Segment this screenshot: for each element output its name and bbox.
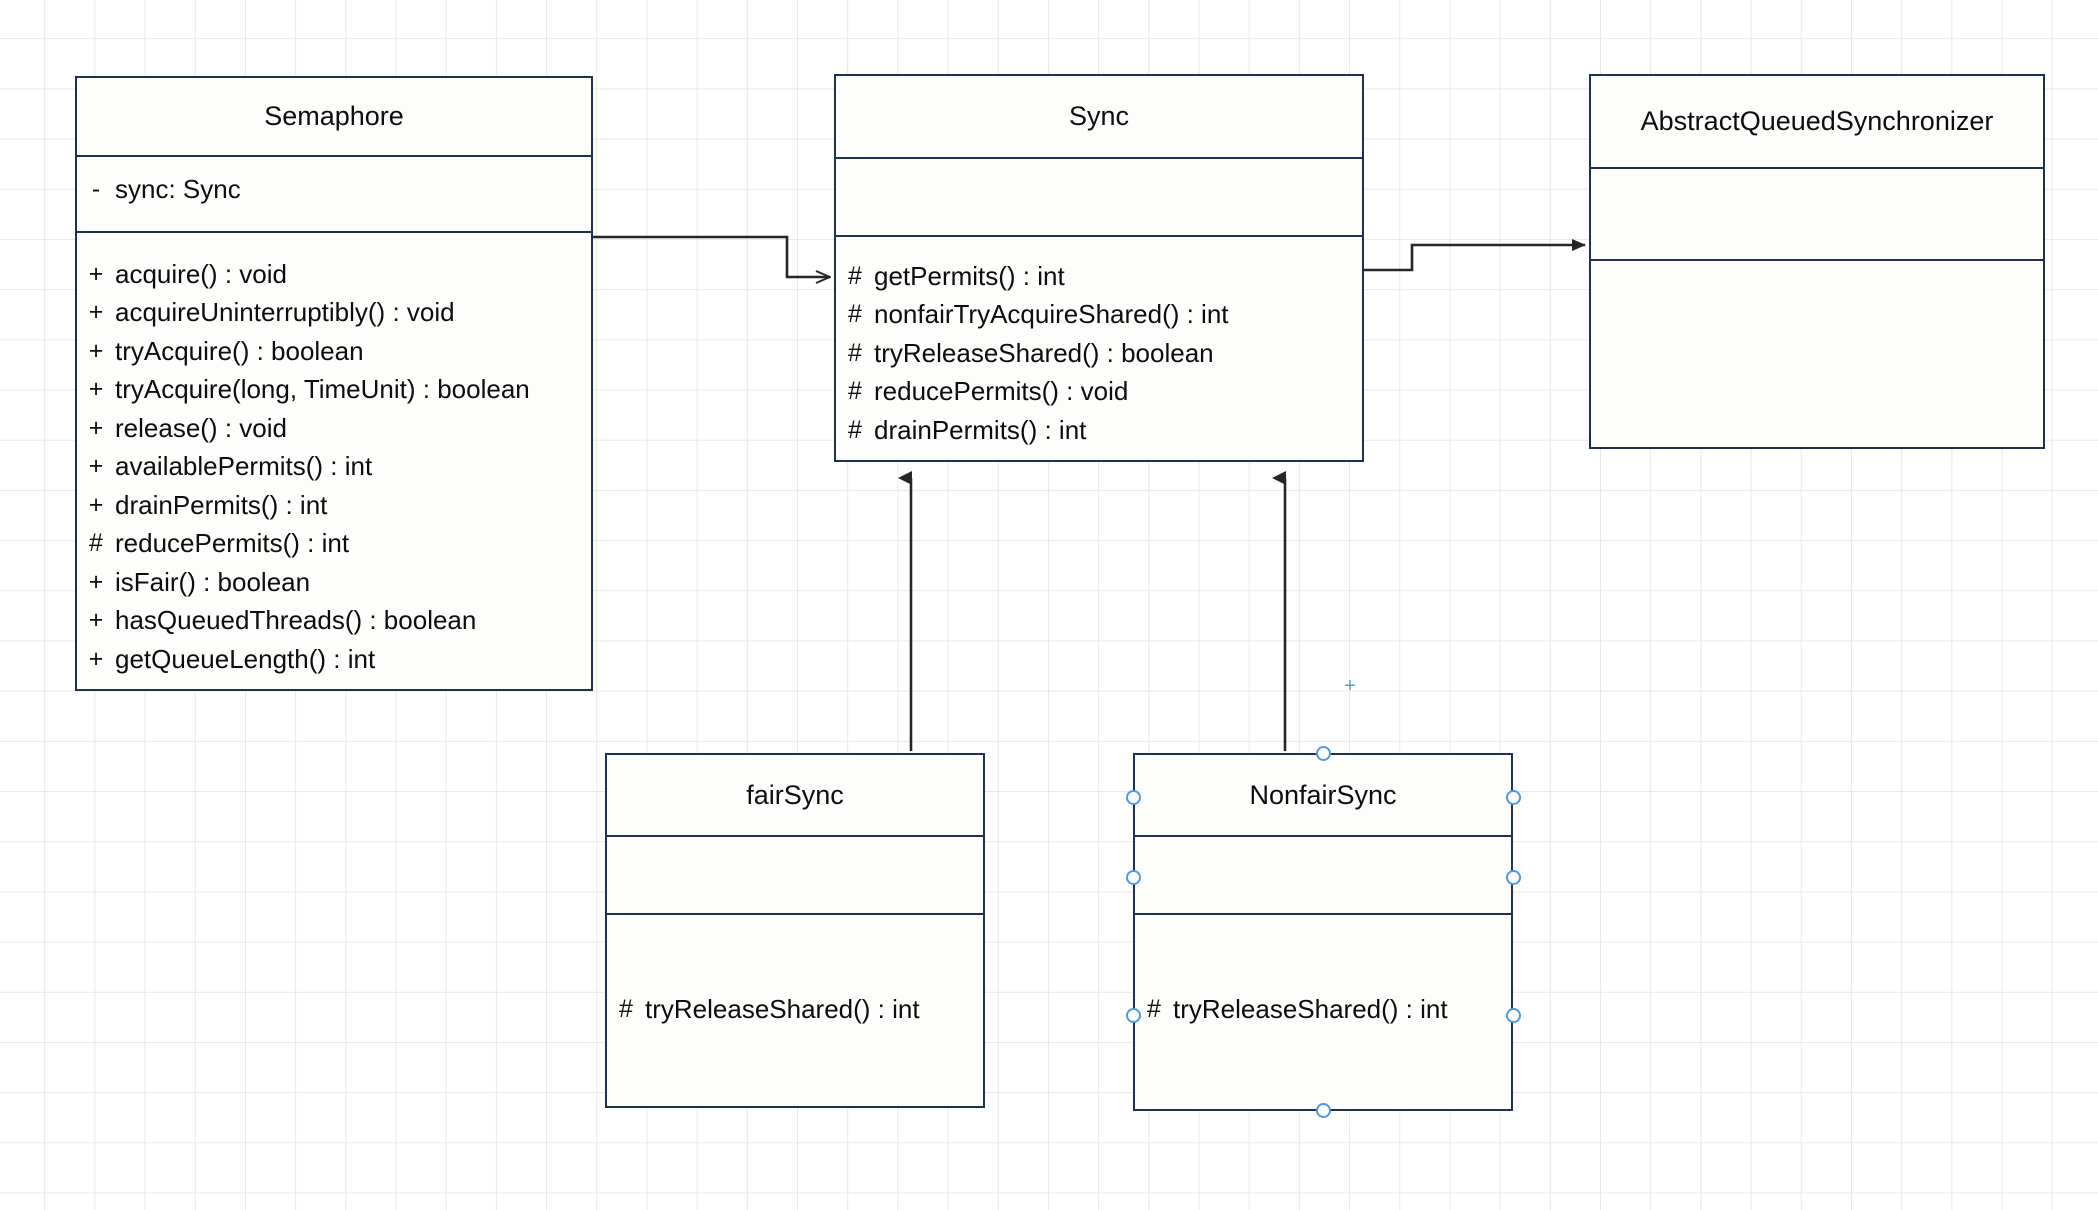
operation-signature: isFair() : boolean: [115, 566, 311, 597]
resize-handle-left-middle[interactable]: [1125, 869, 1141, 885]
operation-row: # drainPermits() : int: [836, 411, 1362, 450]
class-attributes-nonfair-sync: [1135, 837, 1511, 915]
operation-row: + hasQueuedThreads() : boolean: [77, 602, 591, 641]
class-box-sync[interactable]: Sync # getPermits() : int # nonfairTryAc…: [834, 74, 1364, 462]
class-box-nonfair-sync[interactable]: NonfairSync # tryReleaseShared() : int: [1133, 753, 1513, 1111]
operation-row: # nonfairTryAcquireShared() : int: [836, 296, 1362, 335]
resize-handle-left-bottom[interactable]: [1125, 1007, 1141, 1023]
operation-signature: tryReleaseShared() : int: [645, 993, 920, 1024]
class-attributes-semaphore: - sync: Sync: [77, 157, 591, 233]
operation-row: # tryReleaseShared() : int: [1135, 990, 1511, 1029]
connector-semaphore-to-sync: [593, 235, 830, 277]
class-box-semaphore[interactable]: Semaphore - sync: Sync + acquire() : voi…: [75, 76, 593, 691]
operation-signature: reducePermits() : void: [874, 376, 1129, 407]
resize-handle-right-top[interactable]: [1505, 789, 1521, 805]
visibility-marker: +: [88, 490, 104, 519]
visibility-marker: #: [848, 300, 862, 329]
visibility-marker: +: [88, 259, 104, 288]
class-operations-abstract-queued-synchronizer: [1591, 261, 2043, 447]
visibility-marker: #: [848, 338, 862, 367]
operation-row: + availablePermits() : int: [77, 448, 591, 487]
class-title-sync: Sync: [836, 76, 1362, 159]
operation-signature: drainPermits() : int: [115, 489, 328, 520]
visibility-marker: #: [1147, 994, 1161, 1023]
class-title-semaphore: Semaphore: [77, 78, 591, 157]
operation-signature: hasQueuedThreads() : boolean: [115, 605, 477, 636]
visibility-marker: #: [848, 377, 862, 406]
visibility-marker: +: [88, 452, 104, 481]
attribute-row: - sync: Sync: [77, 170, 591, 209]
visibility-marker: #: [848, 261, 862, 290]
operation-signature: availablePermits() : int: [115, 451, 373, 482]
class-title-fair-sync: fairSync: [607, 755, 983, 837]
operation-row: + tryAcquire(long, TimeUnit) : boolean: [77, 371, 591, 410]
class-box-fair-sync[interactable]: fairSync # tryReleaseShared() : int: [605, 753, 985, 1108]
connector-sync-to-aqs: [1364, 239, 1586, 272]
operation-signature: tryReleaseShared() : int: [1173, 993, 1448, 1024]
operation-signature: nonfairTryAcquireShared() : int: [874, 299, 1229, 330]
operation-row: + isFair() : boolean: [77, 563, 591, 602]
class-box-abstract-queued-synchronizer[interactable]: AbstractQueuedSynchronizer: [1589, 74, 2045, 449]
class-operations-semaphore: + acquire() : void + acquireUninterrupti…: [77, 233, 591, 689]
class-title-nonfair-sync: NonfairSync: [1135, 755, 1511, 837]
resize-handle-top[interactable]: [1315, 745, 1331, 761]
resize-handle-right-middle[interactable]: [1505, 869, 1521, 885]
operation-row: + acquireUninterruptibly() : void: [77, 294, 591, 333]
class-operations-fair-sync: # tryReleaseShared() : int: [607, 915, 983, 1106]
visibility-marker: +: [88, 413, 104, 442]
visibility-marker: +: [88, 375, 104, 404]
operation-signature: release() : void: [115, 412, 287, 443]
resize-handle-left-top[interactable]: [1125, 789, 1141, 805]
attribute-signature: sync: Sync: [115, 173, 241, 204]
operation-signature: reducePermits() : int: [115, 528, 350, 559]
operation-signature: tryReleaseShared() : boolean: [874, 337, 1214, 368]
operation-signature: tryAcquire() : boolean: [115, 335, 364, 366]
visibility-marker: +: [88, 644, 104, 673]
operation-row: # tryReleaseShared() : int: [607, 990, 983, 1029]
class-title-abstract-queued-synchronizer: AbstractQueuedSynchronizer: [1591, 76, 2043, 169]
operation-row: + release() : void: [77, 409, 591, 448]
visibility-marker: +: [88, 298, 104, 327]
visibility-marker: -: [91, 174, 101, 203]
crosshair-marker-icon: +: [1344, 675, 1356, 697]
operation-row: + tryAcquire() : boolean: [77, 332, 591, 371]
class-attributes-abstract-queued-synchronizer: [1591, 169, 2043, 261]
visibility-marker: +: [88, 606, 104, 635]
resize-handle-right-bottom[interactable]: [1505, 1007, 1521, 1023]
operation-row: + getQueueLength() : int: [77, 640, 591, 679]
operation-row: + drainPermits() : int: [77, 486, 591, 525]
visibility-marker: #: [848, 415, 862, 444]
operation-signature: tryAcquire(long, TimeUnit) : boolean: [115, 374, 530, 405]
class-operations-sync: # getPermits() : int # nonfairTryAcquire…: [836, 237, 1362, 460]
visibility-marker: +: [88, 567, 104, 596]
visibility-marker: #: [89, 529, 103, 558]
visibility-marker: +: [88, 336, 104, 365]
operation-row: # reducePermits() : void: [836, 373, 1362, 412]
operation-row: # tryReleaseShared() : boolean: [836, 334, 1362, 373]
class-attributes-fair-sync: [607, 837, 983, 915]
operation-signature: drainPermits() : int: [874, 414, 1087, 445]
operation-signature: acquire() : void: [115, 258, 287, 289]
operation-signature: getQueueLength() : int: [115, 643, 376, 674]
operation-row: # reducePermits() : int: [77, 525, 591, 564]
resize-handle-bottom[interactable]: [1315, 1102, 1331, 1118]
operation-signature: acquireUninterruptibly() : void: [115, 297, 455, 328]
class-attributes-sync: [836, 159, 1362, 237]
operation-row: + acquire() : void: [77, 255, 591, 294]
class-operations-nonfair-sync: # tryReleaseShared() : int: [1135, 915, 1511, 1109]
operation-signature: getPermits() : int: [874, 260, 1065, 291]
operation-row: # getPermits() : int: [836, 257, 1362, 296]
visibility-marker: #: [619, 994, 633, 1023]
